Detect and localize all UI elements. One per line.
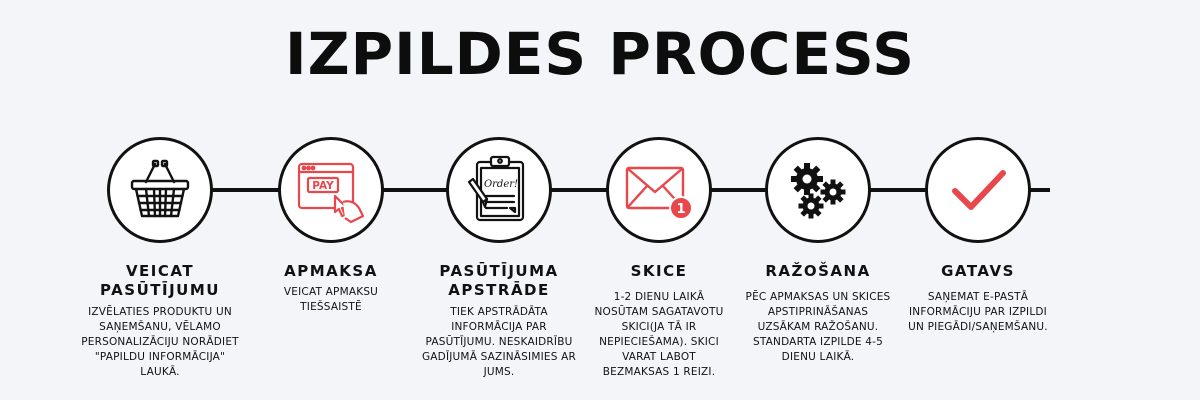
notification-count: 1 [676, 202, 685, 217]
step-description: SAŅEMAT E-PASTĀ INFORMĀCIJU PAR IZPILDI … [908, 291, 1048, 333]
step-title: SKICE [630, 262, 688, 280]
step-icon-circle [107, 137, 213, 243]
shopping-basket-icon [130, 159, 190, 218]
step-title: VEICAT PASŪTĪJUMU [100, 262, 220, 299]
step-title: APMAKSA [284, 262, 378, 280]
order-clipboard-icon: Order! [467, 155, 525, 222]
step-title: PASŪTĪJUMA APSTRĀDE [439, 262, 559, 299]
step-description: 1-2 DIENU LAIKĀ NOSŪTAM SAGATAVOTU SKICI… [594, 291, 724, 378]
pay-label: PAY [312, 180, 334, 192]
step-description: TIEK APSTRĀDĀTA INFORMĀCIJA PAR PASŪTĪJU… [421, 306, 577, 378]
step-description: IZVĒLATIES PRODUKTU UN SAŅEMŠANU, VĒLAMO… [81, 306, 239, 378]
step-icon-circle: 1 [606, 137, 712, 243]
step-icon-circle: Order! [446, 137, 552, 243]
step-description: PĒC APMAKSAS UN SKICES APSTIPRINĀŠANAS U… [745, 291, 891, 363]
step-icon-circle [925, 137, 1031, 243]
step-title: RAŽOŠANA [765, 262, 871, 280]
step-description: VEICAT APMAKSU TIEŠSAISTĒ [283, 286, 379, 313]
step-icon-circle: PAY [278, 137, 384, 243]
step-icon-circle [765, 137, 871, 243]
order-label: Order! [484, 179, 518, 190]
checkmark-icon [952, 170, 1006, 210]
pay-click-icon: PAY [297, 162, 365, 224]
mail-notification-icon: 1 [625, 166, 693, 220]
page-title: IZPILDES PROCESS [284, 20, 915, 88]
gears-icon [791, 163, 846, 219]
step-title: GATAVS [941, 262, 1015, 280]
process-connector-line [150, 188, 1050, 192]
